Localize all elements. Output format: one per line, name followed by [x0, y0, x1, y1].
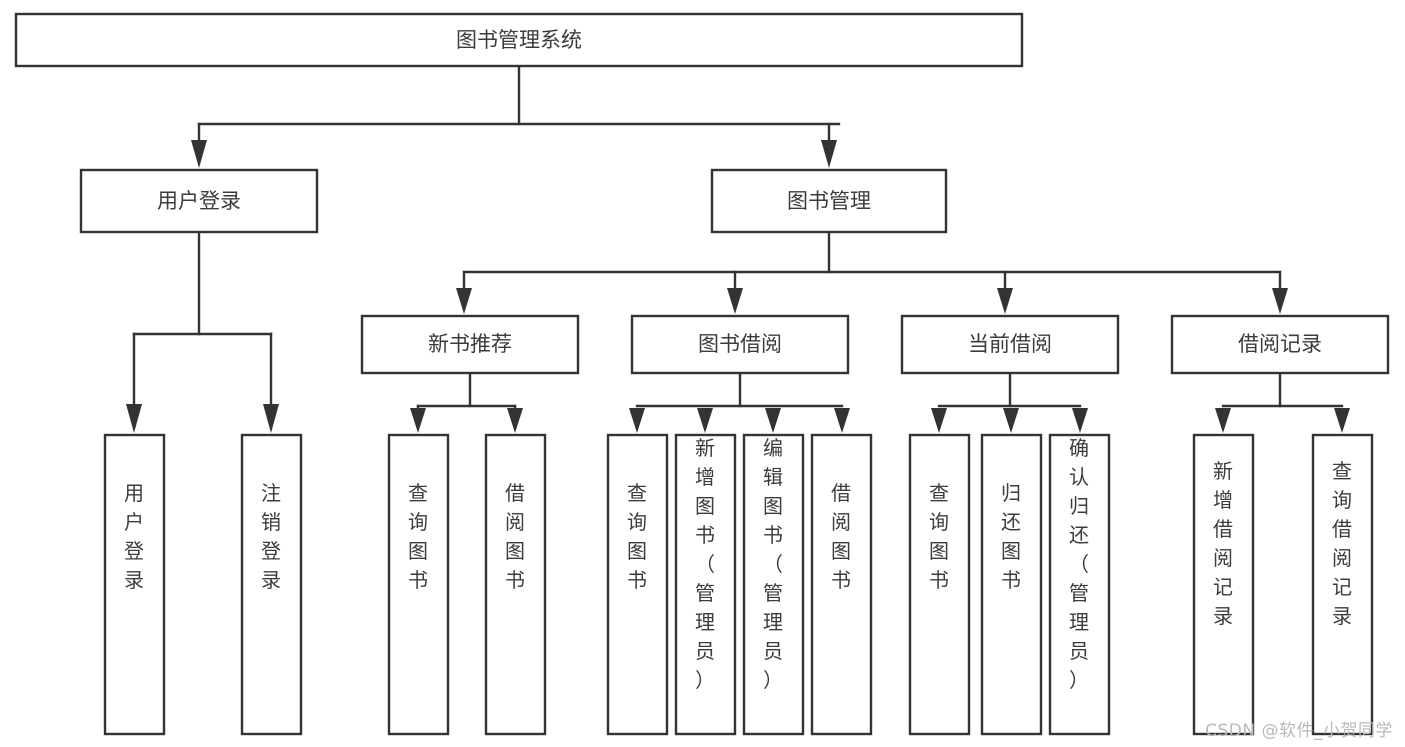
node-leaf-return-book-label: 归还图书 [1001, 481, 1021, 592]
node-leaf-return-book-box[interactable] [980, 433, 1043, 736]
node-leaf-borrow-book-2[interactable]: 借阅图书 [810, 433, 873, 736]
node-leaf-borrow-book-1-label: 借阅图书 [505, 481, 525, 592]
node-leaf-query-book-3[interactable]: 查询图书 [908, 433, 971, 736]
node-current-borrow-label: 当前借阅 [968, 332, 1052, 356]
node-current-borrow[interactable]: 当前借阅 [900, 314, 1120, 375]
arrowhead-leaf-confirm-return [1072, 408, 1088, 433]
node-book-borrow-label: 图书借阅 [698, 332, 782, 356]
arrowhead-leaf-borrow-book-2 [834, 408, 850, 433]
node-leaf-query-book-2-box[interactable] [606, 433, 669, 736]
node-leaf-borrow-book-2-box[interactable] [810, 433, 873, 736]
arrowhead-leaf-query-record [1334, 408, 1350, 433]
arrowhead-leaf-return-book [1003, 408, 1019, 433]
node-book-manage-box[interactable] [710, 168, 948, 234]
node-book-manage[interactable]: 图书管理 [710, 168, 948, 234]
node-book-manage-label: 图书管理 [787, 189, 871, 213]
node-new-book-rec-box[interactable] [360, 314, 580, 375]
arrowhead-leaf-borrow-book-1 [507, 408, 523, 433]
arrowhead-leaf-query-book-2 [629, 408, 645, 433]
node-leaf-add-record[interactable]: 新增借阅记录 [1192, 433, 1255, 736]
node-leaf-add-record-box[interactable] [1192, 433, 1255, 736]
node-leaf-query-record-box[interactable] [1311, 433, 1374, 736]
node-current-borrow-box[interactable] [900, 314, 1120, 375]
node-leaf-borrow-book-1-box[interactable] [484, 433, 547, 736]
node-root-box[interactable] [14, 12, 1024, 68]
node-leaf-logout[interactable]: 注销登录 [240, 433, 303, 736]
arrowhead-current-borrow [997, 288, 1013, 314]
node-new-book-rec[interactable]: 新书推荐 [360, 314, 580, 375]
node-borrow-record[interactable]: 借阅记录 [1170, 314, 1390, 375]
arrowhead-leaf-add-record [1215, 408, 1231, 433]
node-leaf-edit-book[interactable]: 编辑图书（管理员） [742, 433, 805, 736]
arrowhead-borrow-record [1272, 288, 1288, 314]
node-leaf-borrow-book-1[interactable]: 借阅图书 [484, 433, 547, 736]
node-root[interactable]: 图书管理系统 [14, 12, 1024, 68]
node-leaf-confirm-return[interactable]: 确认归还（管理员） [1048, 433, 1111, 736]
node-leaf-query-book-1-label: 查询图书 [408, 481, 428, 592]
node-leaf-logout-label: 注销登录 [261, 481, 281, 592]
node-leaf-add-record-label: 新增借阅记录 [1213, 459, 1233, 628]
node-leaf-add-book-box[interactable] [674, 433, 737, 736]
arrowhead-leaf-user-login [126, 404, 142, 433]
node-root-label: 图书管理系统 [456, 28, 582, 52]
node-leaf-add-book[interactable]: 新增图书（管理员） [674, 433, 737, 736]
arrowhead-leaf-query-book-3 [931, 408, 947, 433]
node-leaf-borrow-book-2-label: 借阅图书 [831, 481, 851, 592]
connectors [126, 64, 1350, 433]
node-leaf-logout-box[interactable] [240, 433, 303, 736]
node-leaf-return-book[interactable]: 归还图书 [980, 433, 1043, 736]
node-new-book-rec-label: 新书推荐 [428, 332, 512, 356]
node-leaf-user-login-label: 用户登录 [124, 481, 144, 592]
node-leaf-query-book-1-box[interactable] [387, 433, 450, 736]
node-leaf-user-login[interactable]: 用户登录 [103, 433, 166, 736]
node-leaf-query-book-2[interactable]: 查询图书 [606, 433, 669, 736]
node-borrow-record-label: 借阅记录 [1238, 332, 1322, 356]
arrowhead-leaf-add-book [697, 408, 713, 433]
node-leaf-confirm-return-box[interactable] [1048, 433, 1111, 736]
node-leaf-query-book-2-label: 查询图书 [627, 481, 647, 592]
node-leaf-query-book-3-box[interactable] [908, 433, 971, 736]
node-leaf-query-record-label: 查询借阅记录 [1332, 459, 1352, 628]
node-leaf-confirm-return-label: 确认归还（管理员） [1069, 436, 1089, 692]
node-leaf-edit-book-label: 编辑图书（管理员） [763, 436, 783, 692]
node-leaf-edit-book-box[interactable] [742, 433, 805, 736]
arrowhead-new-book-rec [456, 288, 472, 314]
node-leaf-add-book-label: 新增图书（管理员） [695, 436, 715, 692]
node-user-login-box[interactable] [79, 168, 319, 234]
node-leaf-query-book-1[interactable]: 查询图书 [387, 433, 450, 736]
node-book-borrow[interactable]: 图书借阅 [630, 314, 850, 375]
node-leaf-user-login-box[interactable] [103, 433, 166, 736]
arrowhead-book-borrow [727, 288, 743, 314]
csdn-watermark: CSDN @软件_小贺同学 [1205, 721, 1393, 741]
node-leaf-query-book-3-label: 查询图书 [929, 481, 949, 592]
arrowhead-leaf-query-book-1 [410, 408, 426, 433]
node-book-borrow-box[interactable] [630, 314, 850, 375]
node-leaf-query-record[interactable]: 查询借阅记录 [1311, 433, 1374, 736]
arrowhead-leaf-edit-book [765, 408, 781, 433]
node-user-login[interactable]: 用户登录 [79, 168, 319, 234]
arrowhead-user-login [191, 140, 207, 168]
arrowhead-book-manage [821, 140, 837, 168]
node-borrow-record-box[interactable] [1170, 314, 1390, 375]
node-user-login-label: 用户登录 [157, 189, 241, 213]
leaf-nodes: 用户登录 注销登录 查询图书 借阅图书 查询图书 新增图书（管理员） [103, 433, 1374, 736]
arrowhead-leaf-logout [263, 404, 279, 433]
